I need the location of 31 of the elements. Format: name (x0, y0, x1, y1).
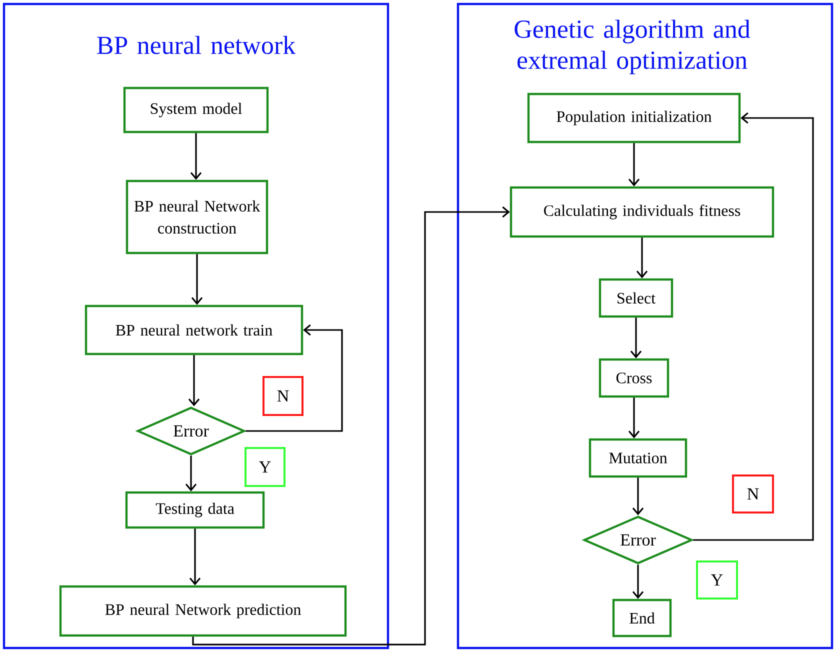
process-box: Cross (598, 358, 670, 398)
answer-box: Y (696, 560, 738, 600)
arrow (190, 133, 202, 180)
arrow (191, 254, 203, 305)
panel-title: BP neural network (97, 36, 296, 54)
process-box: End (612, 598, 672, 638)
arrow (628, 143, 640, 186)
arrow (693, 112, 814, 541)
arrow (632, 564, 644, 599)
process-box: Mutation (588, 438, 688, 478)
process-box: Testing data (125, 491, 265, 529)
process-box: Calculating individuals fitness (510, 186, 774, 238)
process-box: Population initialization (527, 92, 741, 144)
arrow (246, 324, 343, 432)
process-box: System model (123, 86, 269, 134)
arrow (630, 318, 642, 358)
process-box: BP neural network train (84, 304, 304, 356)
answer-box: N (732, 474, 774, 514)
arrow (188, 355, 200, 406)
answer-box: N (262, 376, 304, 416)
arrow (636, 238, 648, 278)
process-box: BP neural Network construction (126, 180, 268, 254)
process-box: Select (598, 278, 674, 318)
panel-title: Genetic algorithm and extremal optimization (514, 20, 750, 74)
arrow (628, 398, 640, 438)
arrow (192, 206, 510, 646)
arrow (189, 528, 201, 586)
arrow (632, 478, 644, 516)
arrow (185, 456, 197, 492)
answer-box: Y (244, 447, 286, 487)
process-box: BP neural Network prediction (59, 585, 347, 637)
